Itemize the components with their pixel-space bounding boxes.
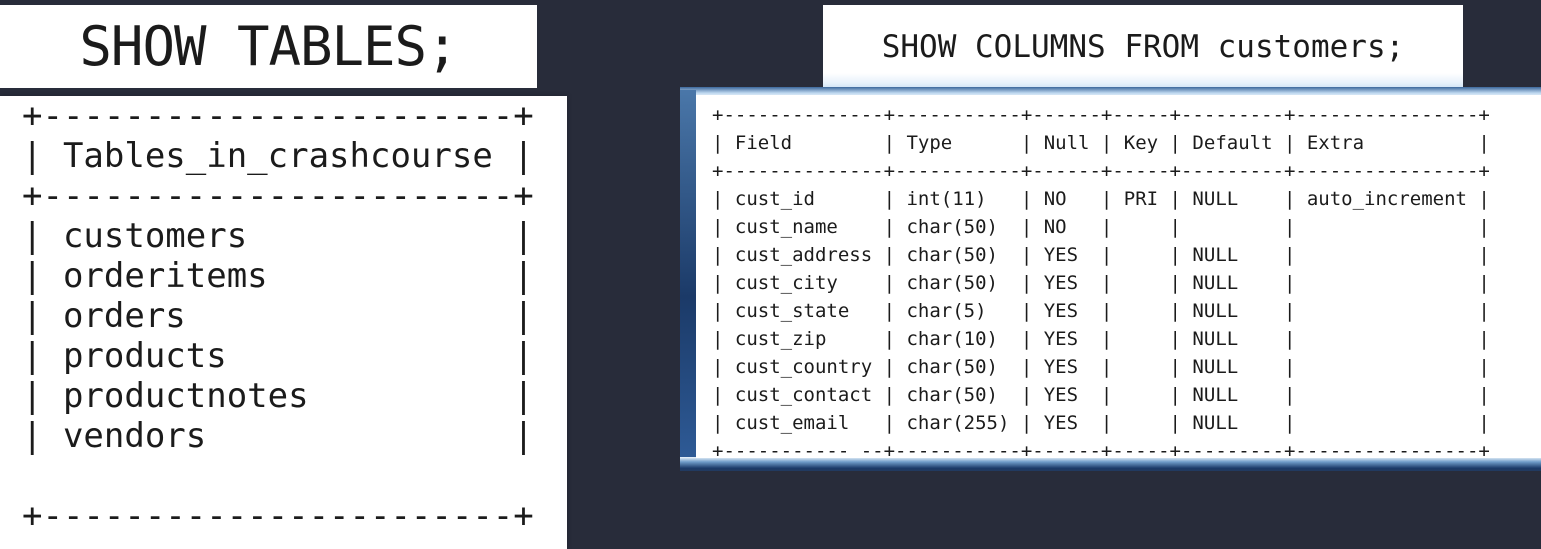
show-tables-output: +-----------------------+ | Tables_in_cr… <box>22 96 534 536</box>
show-columns-command-text: SHOW COLUMNS FROM customers; <box>881 28 1405 65</box>
show-tables-command-text: SHOW TABLES; <box>79 15 458 78</box>
panel-glow-top-border <box>680 87 1541 97</box>
show-columns-result-panel: +--------------+-----------+------+-----… <box>680 87 1541 471</box>
panel-glow-bottom-border <box>680 457 1541 471</box>
show-columns-command-panel: SHOW COLUMNS FROM customers; <box>823 5 1463 88</box>
show-tables-command-panel: SHOW TABLES; <box>0 5 537 88</box>
show-columns-output: +--------------+-----------+------+-----… <box>712 104 1490 462</box>
panel-glow-left-border <box>680 90 696 466</box>
show-tables-result-panel: +-----------------------+ | Tables_in_cr… <box>0 96 567 549</box>
show-columns-result-body: +--------------+-----------+------+-----… <box>696 95 1541 462</box>
